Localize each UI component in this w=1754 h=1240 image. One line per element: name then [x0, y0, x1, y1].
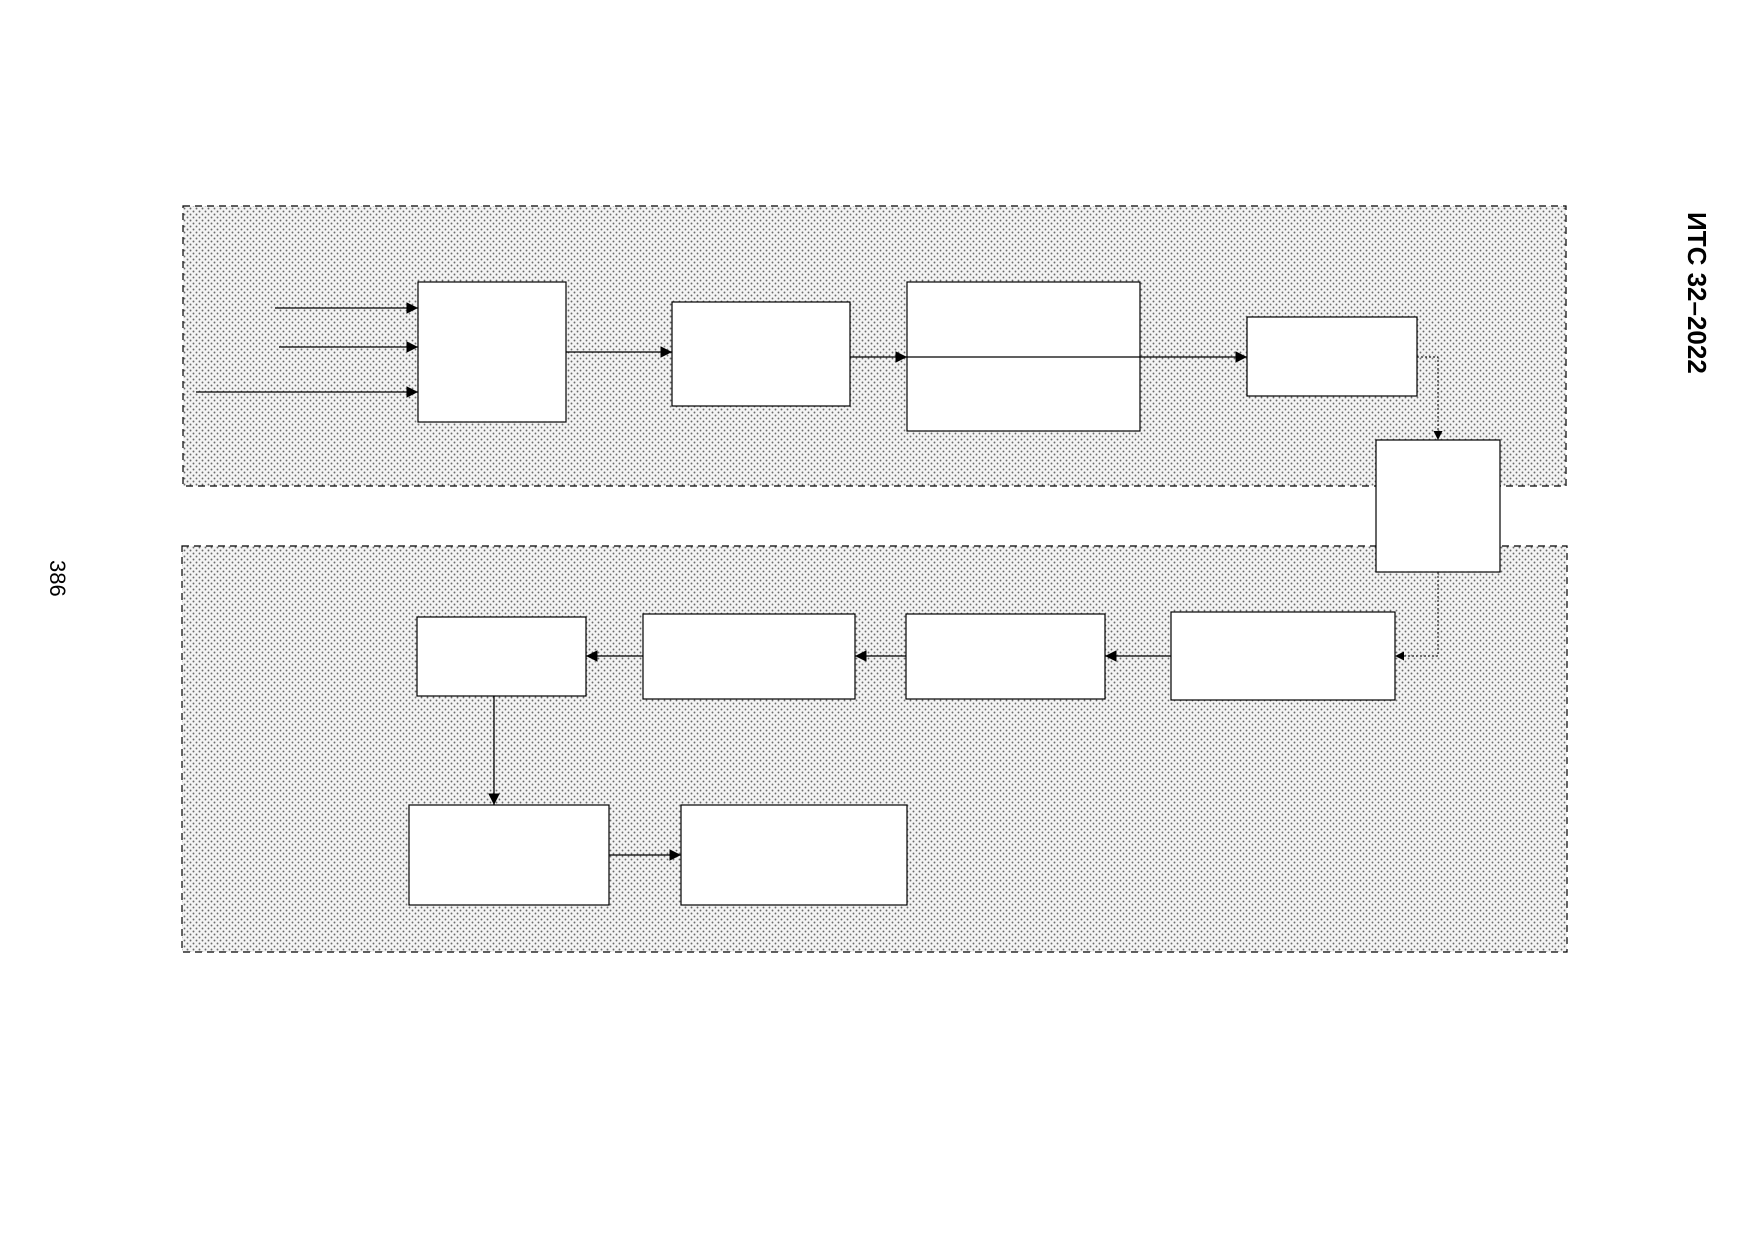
process-box-9	[416, 616, 587, 697]
flow-arrow-5-6	[1395, 572, 1439, 661]
process-box-11	[680, 804, 908, 906]
process-box-8	[642, 613, 856, 700]
process-box-10	[408, 804, 610, 906]
process-box-5	[1375, 439, 1501, 573]
process-box-7	[905, 613, 1106, 700]
flow-arrow-4-5	[1417, 356, 1443, 440]
process-box-2	[671, 301, 851, 407]
process-box-1	[417, 281, 567, 423]
process-box-6	[1170, 611, 1396, 701]
process-box-4	[1246, 316, 1418, 397]
